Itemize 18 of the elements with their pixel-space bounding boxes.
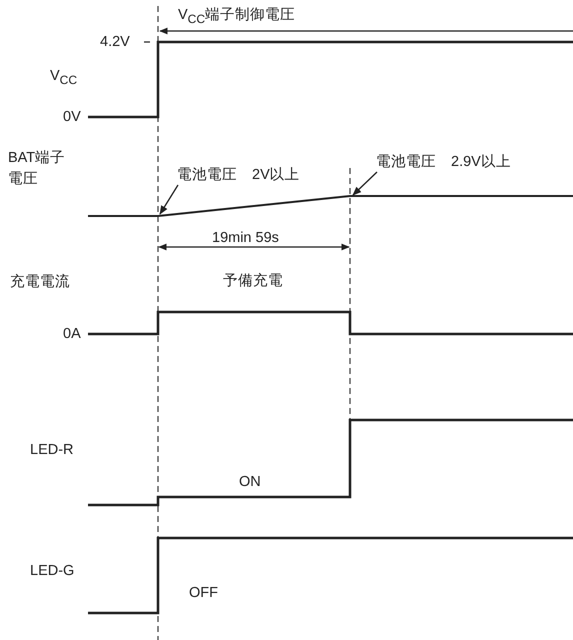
state-label: ON [239,473,261,491]
annotation-text: V$_{CC}$端子制御電圧 [178,6,296,28]
bat-voltage-waveform [88,195,573,217]
voltage-level-label: 4.2V [100,33,130,51]
callout-text: 電池電圧 2V以上 [177,166,300,184]
callout-text: 電池電圧 2.9V以上 [376,153,511,171]
current-level-label: 0A [63,325,81,343]
signal-name: V$_{CC}$ [50,67,78,89]
leader-line [352,172,378,196]
duration-label: 19min 59s [212,229,279,247]
state-label: OFF [189,584,218,602]
leader-line [159,184,179,215]
signal-name: 充電電流 [10,273,70,291]
voltage-level-label: 0V [63,108,81,126]
signal-name: LED-G [30,562,74,580]
signal-name: LED-R [30,441,74,459]
signal-name: BAT端子電圧 [8,149,66,189]
phase-label: 予備充電 [223,272,283,290]
